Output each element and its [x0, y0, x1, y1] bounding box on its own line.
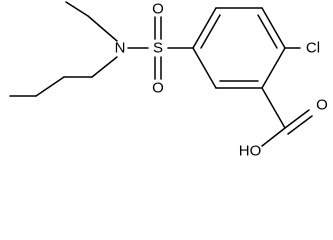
- bond-n-butyl-c1: [91, 56, 118, 78]
- sulfur-label: S: [153, 40, 163, 57]
- bond-butyl-c2-c3: [35, 76, 65, 97]
- bond-c-oh: [261, 127, 286, 147]
- nitrogen-label: N: [115, 40, 126, 57]
- bond-c-o-double-a: [284, 109, 310, 129]
- bond-ethyl-ch2-n: [87, 15, 118, 42]
- ring-bond-3: [261, 7, 286, 49]
- bond-c-o-double-b: [287, 115, 313, 135]
- sulfonyl-oxygen-top-label: O: [152, 1, 164, 18]
- chemical-structure: N S O O Cl O HO: [9, 1, 328, 160]
- carbonyl-oxygen-label: O: [316, 97, 328, 114]
- bond-ethyl-ch3: [65, 1, 89, 17]
- chlorine-label: Cl: [306, 40, 320, 57]
- ring-bond-6: [192, 47, 217, 89]
- hydroxyl-label: HO: [239, 143, 262, 160]
- ring-bond-3-inner: [257, 14, 278, 49]
- bond-ring-cooh: [261, 87, 286, 129]
- sulfonyl-oxygen-bottom-label: O: [152, 80, 164, 97]
- ring-bond-4: [261, 47, 286, 89]
- ring-bond-1: [192, 7, 217, 49]
- ring-bond-1-inner: [200, 14, 221, 49]
